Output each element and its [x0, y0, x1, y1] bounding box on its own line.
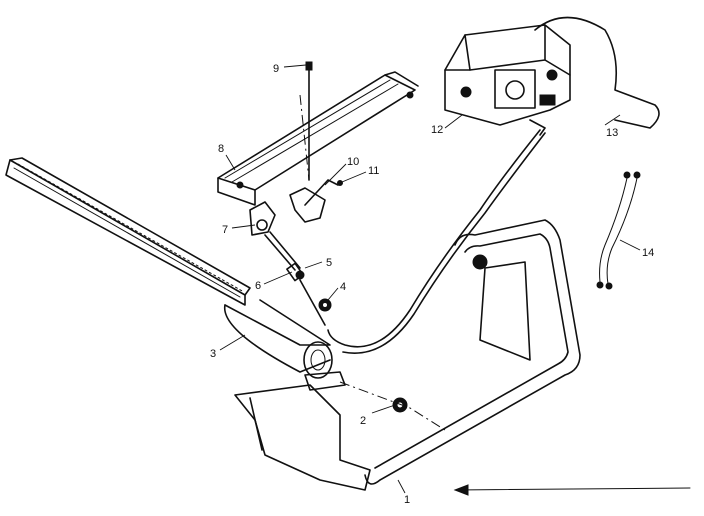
callout-labels: 1 2 3 4 5 6 7 8 9 10 11 12 13 14 [210, 63, 654, 506]
gas-valve [444, 24, 571, 136]
callout-11: 11 [368, 165, 379, 177]
callout-1: 1 [404, 494, 410, 506]
burner-frame [234, 219, 581, 491]
leader-lines [219, 64, 641, 494]
callout-3: 3 [210, 348, 216, 360]
fittings [286, 262, 326, 326]
orifice [392, 397, 408, 413]
screw [305, 61, 313, 181]
callout-6: 6 [255, 280, 261, 292]
callout-9: 9 [273, 63, 279, 75]
callout-4: 4 [340, 281, 346, 293]
callout-10: 10 [347, 156, 359, 168]
callout-7: 7 [222, 224, 228, 236]
callout-8: 8 [218, 143, 224, 155]
wire-harness [596, 171, 641, 290]
arrow-mark [453, 484, 691, 496]
burner-tube [5, 157, 346, 391]
pilot-bracket [217, 71, 419, 206]
alignment-lines [299, 94, 446, 431]
pilot-clip [289, 179, 343, 223]
callout-2: 2 [360, 415, 366, 427]
pilot-assembly [249, 201, 301, 271]
callout-5: 5 [326, 257, 332, 269]
thermocouple [327, 16, 660, 354]
pilot-tube-fitting [318, 298, 332, 312]
callout-14: 14 [642, 247, 654, 259]
callout-13: 13 [606, 127, 618, 139]
callout-12: 12 [431, 124, 443, 136]
